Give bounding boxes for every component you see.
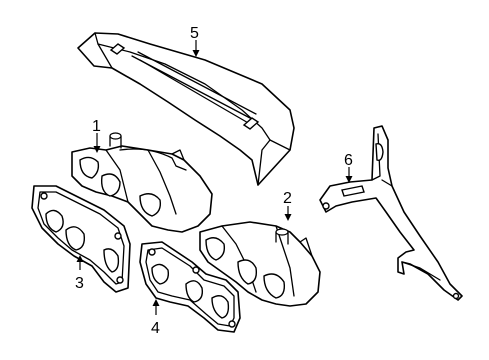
heat-shield-part-5 xyxy=(77,32,295,186)
callout-labels: 5 1 2 6 3 4 xyxy=(75,25,353,337)
arrow-6 xyxy=(345,176,353,183)
callout-5: 5 xyxy=(190,25,199,42)
bracket-part-6 xyxy=(319,125,463,301)
exhaust-manifold-part-2 xyxy=(199,221,321,307)
callout-3: 3 xyxy=(75,275,84,292)
arrow-4 xyxy=(152,299,160,306)
leader-lines xyxy=(76,40,353,315)
callout-1: 1 xyxy=(92,118,101,135)
callout-4: 4 xyxy=(151,320,160,337)
gasket-part-3 xyxy=(31,185,131,293)
arrow-3 xyxy=(76,255,84,262)
gasket-part-4 xyxy=(139,241,241,333)
arrow-5 xyxy=(192,50,200,57)
callout-2: 2 xyxy=(283,190,292,207)
arrow-1 xyxy=(93,146,101,153)
callout-6: 6 xyxy=(344,152,353,169)
exhaust-manifold-part-1 xyxy=(71,132,213,233)
arrow-2 xyxy=(284,214,292,221)
